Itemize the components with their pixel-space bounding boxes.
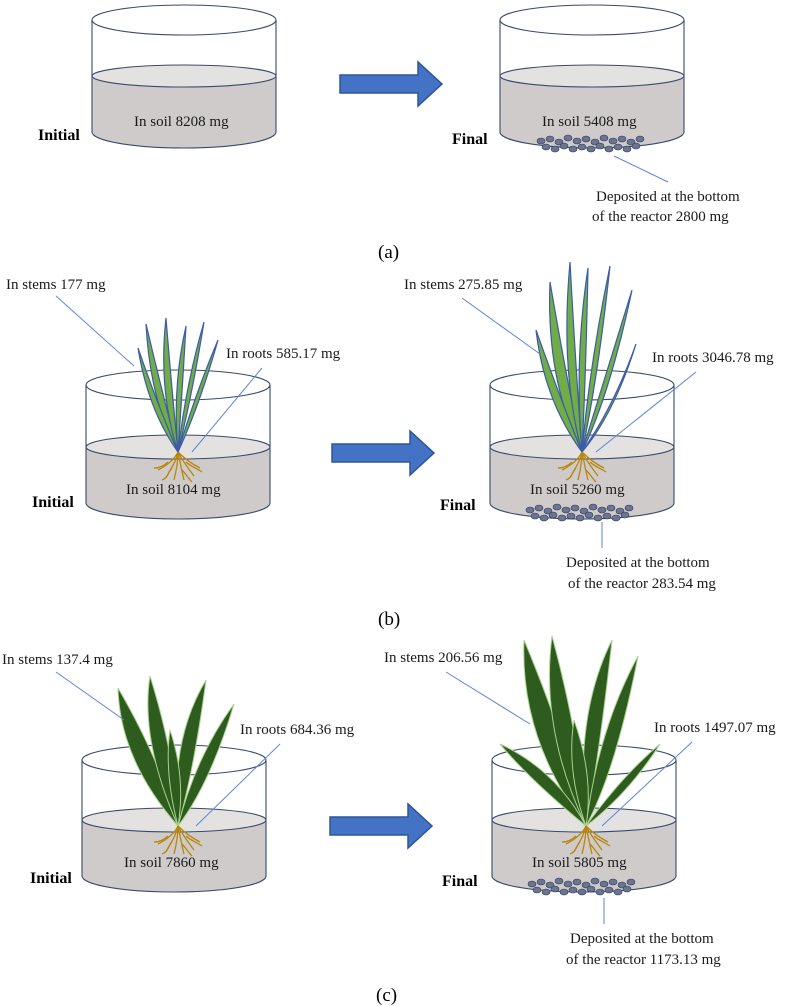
initial-label-b: Initial (32, 494, 74, 511)
roots-pointer-final-b (595, 371, 697, 453)
soil-label-initial-a: In soil 8208 mg (134, 114, 229, 130)
stems-label-initial-c: In stems 137.4 mg (2, 652, 113, 668)
roots-label-final-b: In roots 3046.78 mg (652, 350, 774, 366)
panel-a: In soil 8208 mg Initial In soil 5408 mg … (38, 4, 740, 263)
initial-label-a: Initial (38, 127, 80, 144)
stems-label-final-c: In stems 206.56 mg (384, 650, 503, 666)
final-label-a: Final (452, 131, 488, 148)
roots-pointer-final-c (601, 741, 693, 827)
caption-c: (c) (376, 985, 397, 1006)
soil-label-final-c: In soil 5805 mg (532, 855, 627, 871)
deposit-pointer-a (613, 155, 669, 183)
stems-pointer-initial-b (55, 295, 135, 367)
container-initial-a (91, 4, 277, 149)
process-arrow-a (339, 61, 443, 107)
final-label-b: Final (440, 497, 476, 514)
roots-label-initial-c: In roots 684.36 mg (240, 722, 355, 738)
roots-pointer-initial-c (195, 743, 281, 827)
plant-initial-c (117, 675, 235, 827)
stems-label-initial-b: In stems 177 mg (6, 277, 106, 293)
soil-label-final-b: In soil 5260 mg (530, 482, 625, 498)
deposit-label-line1-c: Deposited at the bottom (570, 931, 714, 947)
deposit-label-line2-b: of the reactor 283.54 mg (568, 576, 716, 592)
process-arrow-c (329, 803, 433, 849)
stems-pointer-final-b (461, 297, 541, 355)
deposit-label-line1-a: Deposited at the bottom (596, 189, 740, 205)
soil-label-initial-c: In soil 7860 mg (124, 855, 219, 871)
stems-label-final-b: In stems 275.85 mg (404, 277, 523, 293)
caption-b: (b) (378, 609, 400, 630)
plant-initial-b (137, 317, 219, 453)
panel-b: In soil 8104 mg Initial In stems 177 mg … (6, 261, 774, 630)
roots-label-final-c: In roots 1497.07 mg (654, 720, 776, 736)
roots-pointer-initial-b (191, 367, 263, 453)
container-initial-c (81, 744, 267, 893)
plant-final-b (535, 261, 637, 453)
plant-final-c (499, 635, 661, 827)
deposit-label-line2-c: of the reactor 1173.13 mg (566, 952, 721, 968)
deposit-label-line2-a: of the reactor 2800 mg (592, 209, 729, 225)
process-arrow-b (331, 430, 435, 476)
deposit-label-line1-b: Deposited at the bottom (566, 555, 710, 571)
panel-c: In soil 7860 mg Initial In stems 137.4 m… (2, 635, 776, 1006)
container-final-a (499, 4, 685, 149)
stems-pointer-final-c (445, 671, 531, 725)
caption-a: (a) (378, 242, 399, 263)
soil-label-initial-b: In soil 8104 mg (126, 482, 221, 498)
container-initial-b (85, 369, 271, 520)
roots-label-initial-b: In roots 585.17 mg (226, 346, 341, 362)
initial-label-c: Initial (30, 870, 72, 887)
final-label-c: Final (442, 873, 478, 890)
stems-pointer-initial-c (55, 671, 125, 721)
soil-label-final-a: In soil 5408 mg (542, 114, 637, 130)
